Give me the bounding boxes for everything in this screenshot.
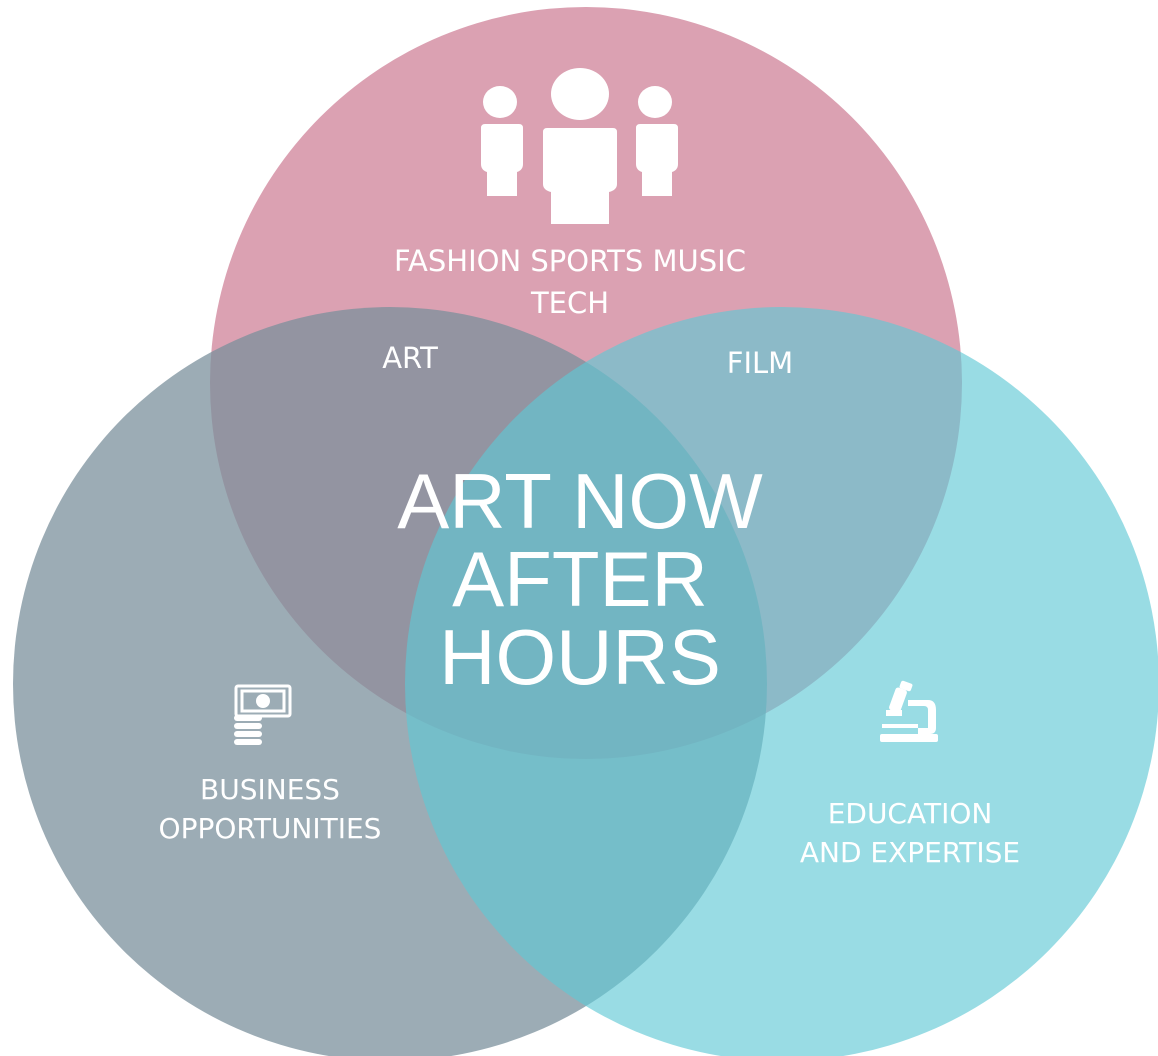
- circle-left-label: BUSINESS OPPORTUNITIES: [110, 770, 430, 848]
- circle-right: [405, 307, 1158, 1056]
- center-title-line-2: AFTER: [452, 535, 708, 623]
- circle-right-label-line-2: AND EXPERTISE: [799, 836, 1021, 870]
- people-icon: [481, 68, 678, 224]
- center-title-line-3: HOURS: [439, 613, 721, 701]
- center-title-line-1: ART NOW: [397, 457, 763, 545]
- money-coins-icon: [234, 684, 292, 745]
- circle-top-label-line-2: TECH: [530, 286, 610, 321]
- circle-top-label: FASHION SPORTS MUSIC TECH: [340, 240, 800, 324]
- center-title: ART NOW AFTER HOURS: [340, 462, 820, 696]
- overlap-top-left-label: ART: [382, 341, 438, 375]
- circle-left-label-line-1: BUSINESS: [200, 773, 340, 806]
- circle-right-label: EDUCATION AND EXPERTISE: [760, 794, 1060, 872]
- overlap-top-right-label: FILM: [726, 346, 794, 380]
- microscope-icon: [880, 680, 938, 742]
- circle-top-label-line-1: FASHION SPORTS MUSIC: [394, 244, 746, 278]
- circle-right-label-line-1: EDUCATION: [827, 797, 993, 830]
- circle-left-label-line-2: OPPORTUNITIES: [158, 812, 382, 846]
